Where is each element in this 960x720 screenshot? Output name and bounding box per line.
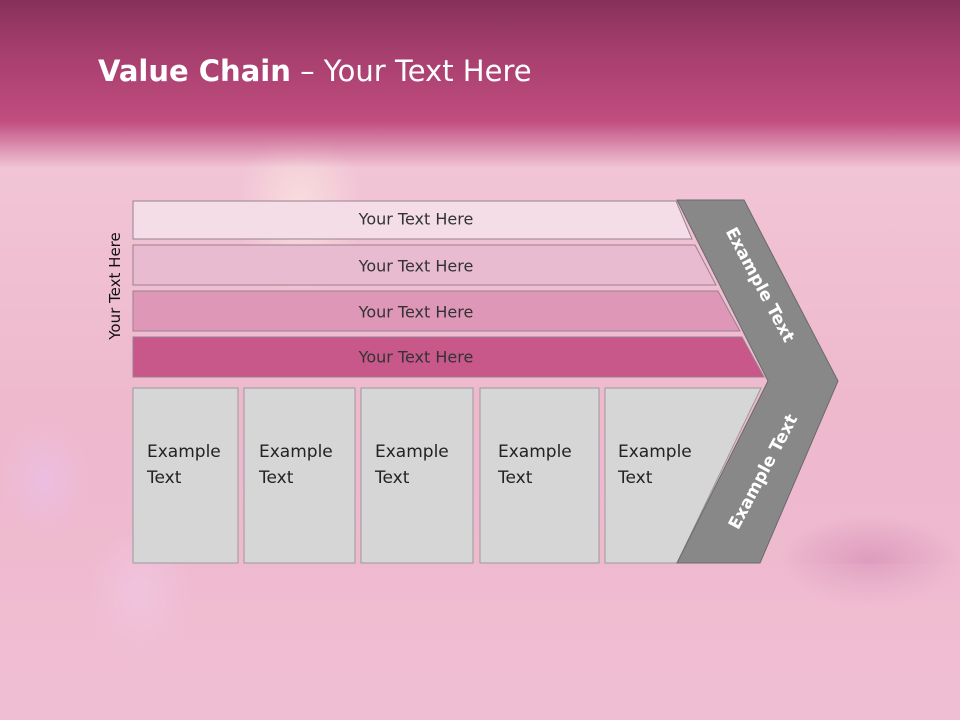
bar-shape-4[interactable] (132, 336, 765, 378)
bar-shape-3[interactable] (132, 290, 741, 332)
box-label-2: Example Text (259, 442, 333, 488)
title-bold: Value Chain (98, 54, 291, 88)
box-shape-4[interactable] (479, 387, 600, 564)
bar-label-2: Your Text Here (358, 256, 474, 276)
reflection-fade (0, 564, 960, 720)
box-label-5: Example Text (618, 442, 692, 488)
bar-shape-2[interactable] (132, 244, 717, 286)
title-rest: – Your Text Here (290, 54, 532, 88)
box-shape-1[interactable] (132, 387, 239, 564)
slide-title[interactable]: Value Chain – Your Text Here (98, 54, 532, 88)
box-label-3: Example Text (375, 442, 449, 488)
chevron-arrow[interactable] (676, 199, 839, 564)
bar-label-1: Your Text Here (358, 209, 474, 229)
bar-label-4: Your Text Here (358, 347, 474, 367)
bar-label-3: Your Text Here (358, 302, 474, 322)
box-label-4: Example Text (498, 442, 572, 488)
bar-shape-1[interactable] (132, 200, 693, 240)
box-shape-3[interactable] (360, 387, 474, 564)
box-label-1: Example Text (147, 442, 221, 488)
header-band (0, 0, 960, 168)
box-shape-2[interactable] (243, 387, 356, 564)
